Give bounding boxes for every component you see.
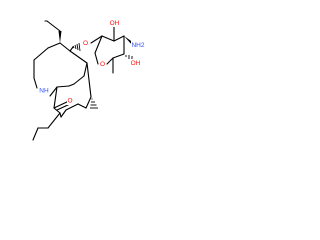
- ring-o-label: O: [100, 61, 105, 68]
- bond: [49, 86, 58, 97]
- bond: [77, 103, 87, 109]
- bond: [112, 53, 125, 59]
- oh-top-label: OH: [110, 20, 120, 27]
- bond: [106, 57, 114, 65]
- bond: [86, 62, 92, 98]
- atom-label-glycosidic-o: O: [82, 39, 89, 47]
- wedge-bond: [58, 31, 62, 43]
- atom-label-ring-o: O: [99, 60, 106, 68]
- atom-label-nh: NH: [39, 86, 50, 95]
- bond: [59, 42, 71, 52]
- nh2-label: NH2: [131, 42, 144, 49]
- sugar-ring: [90, 35, 125, 65]
- bond: [73, 75, 85, 85]
- bond: [90, 35, 103, 44]
- hash-bond-line: [74, 44, 77, 50]
- bond: [69, 50, 88, 64]
- ethyl-group-top: [44, 20, 62, 43]
- bond: [69, 46, 74, 52]
- bond: [47, 42, 61, 49]
- bond: [47, 112, 61, 129]
- bond: [94, 35, 103, 54]
- atom-label-nh2: NH2: [131, 41, 145, 49]
- methyl-group: [90, 98, 98, 109]
- glycosidic-o-label: O: [83, 40, 88, 47]
- bond: [53, 100, 70, 109]
- hash-bond-line: [76, 43, 79, 51]
- bond: [101, 35, 115, 42]
- carbonyl-o-label: O: [67, 98, 72, 105]
- bond: [53, 86, 58, 109]
- bond: [85, 96, 92, 109]
- atom-label-oh-right: OH: [130, 59, 141, 67]
- bond: [33, 77, 38, 89]
- molecule-structure-diagram: NH O O O OH NH2 OH: [32, 19, 145, 141]
- bond: [33, 47, 49, 61]
- bond: [113, 35, 125, 42]
- bond: [60, 109, 67, 118]
- bond: [56, 85, 70, 88]
- bond: [65, 103, 79, 111]
- bond: [32, 127, 39, 141]
- bond: [94, 52, 99, 65]
- bond: [83, 62, 88, 77]
- bond: [68, 83, 75, 87]
- oh-right-label: OH: [131, 60, 141, 67]
- atom-label-oh-top: OH: [109, 19, 120, 27]
- bond: [46, 20, 61, 32]
- hash-bond-line: [78, 42, 81, 52]
- nh-label: NH: [39, 88, 49, 95]
- macrocycle-ring: [33, 42, 92, 118]
- glycosidic-hash-bond: [72, 42, 81, 52]
- ethyl-group-bottom: [32, 112, 61, 141]
- atom-label-carbonyl-o: O: [67, 97, 73, 105]
